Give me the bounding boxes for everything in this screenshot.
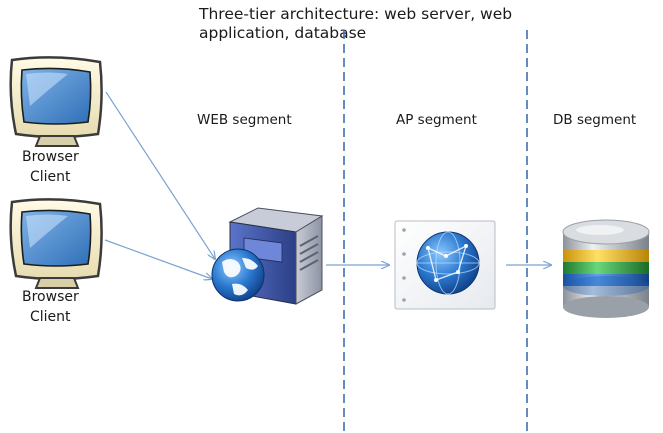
client-2-label-line-1: Browser — [22, 289, 79, 305]
database-icon — [562, 219, 650, 318]
monitor-icon — [9, 198, 103, 289]
diagram-title-line-2: application, database — [199, 24, 366, 42]
arrow-client1-to-web — [105, 91, 215, 259]
client-1-label-line-1: Browser — [22, 149, 79, 165]
browser-client-1: Browser Client — [9, 56, 103, 185]
arrow-client2-to-web — [104, 239, 212, 279]
ap-segment-label: AP segment — [396, 112, 477, 128]
monitor-icon — [9, 56, 103, 147]
browser-client-2: Browser Client — [9, 198, 103, 325]
client-2-label-line-2: Client — [30, 309, 71, 325]
client-1-label-line-2: Client — [30, 169, 71, 185]
db-segment-label: DB segment — [553, 112, 636, 128]
web-globe-icon — [211, 248, 265, 302]
server-vent — [299, 235, 319, 271]
web-server-icon — [211, 207, 324, 305]
web-segment-label: WEB segment — [197, 112, 292, 128]
application-globe-icon — [394, 220, 496, 310]
diagram-title-line-1: Three-tier architecture: web server, web — [198, 5, 512, 23]
